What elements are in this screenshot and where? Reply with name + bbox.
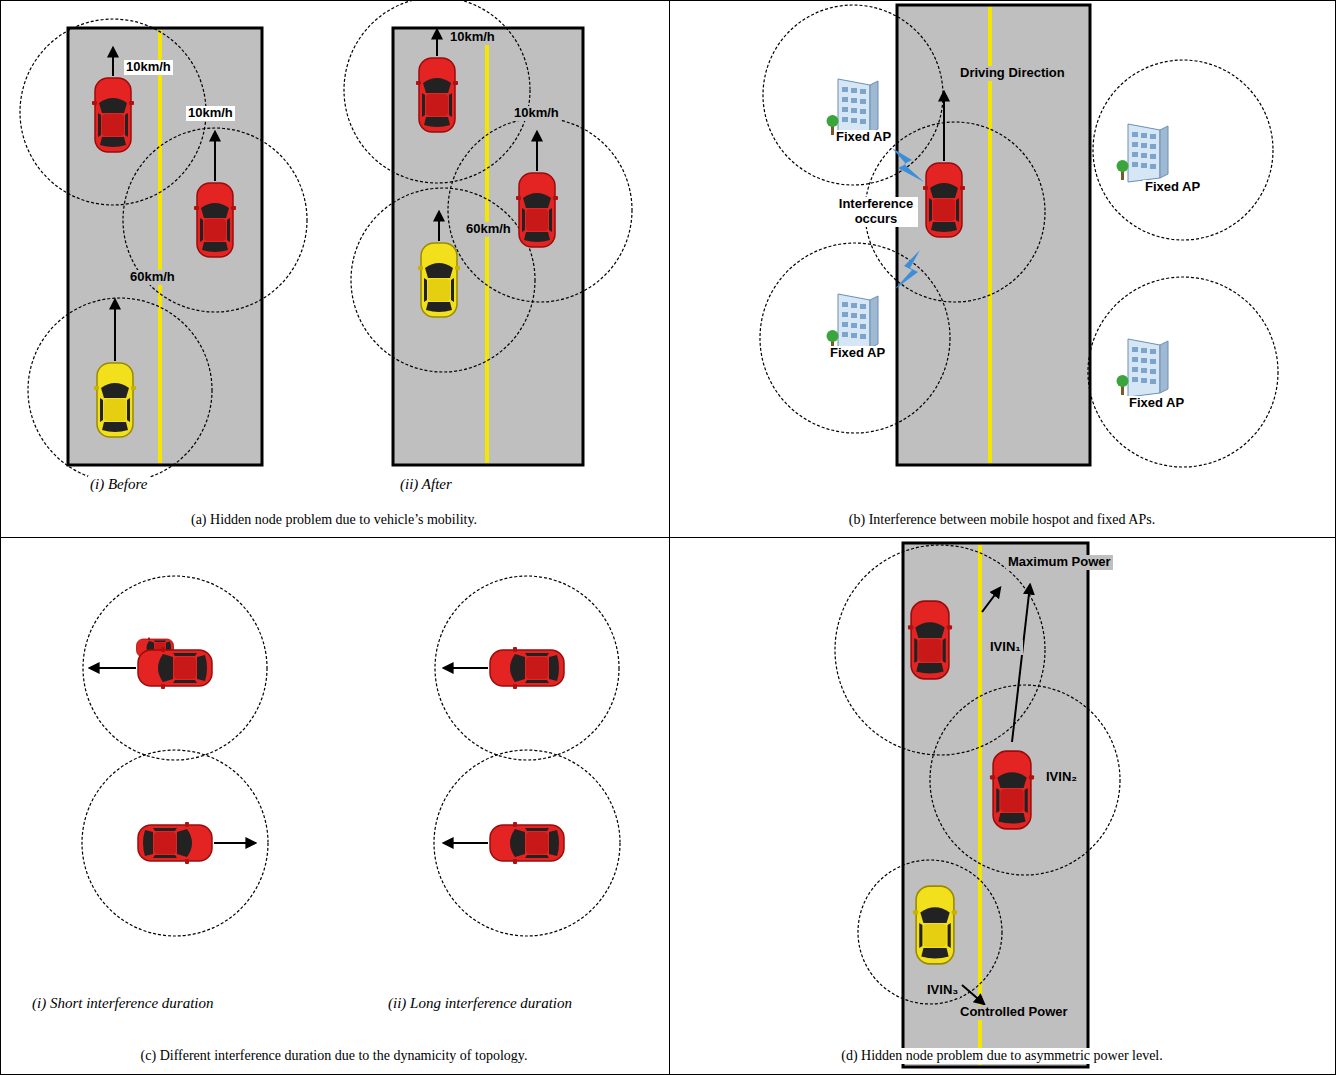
text-label: (ii) Long interference duration [386,995,574,1012]
text-label: (i) Before [88,476,149,493]
text-label: 10km/h [124,60,173,75]
text-label: Fixed AP [834,130,893,145]
text-label: (i) Short interference duration [30,995,216,1012]
text-label: Driving Direction [958,66,1067,81]
text-label: Fixed AP [828,346,887,361]
text-label: 10km/h [448,30,497,45]
panel-caption: (a) Hidden node problem due to vehicle’s… [189,512,479,528]
text-label: 60km/h [464,222,513,237]
text-label: 10km/h [186,106,235,121]
text-label: Maximum Power [1006,555,1113,570]
text-label: IVIN₁ [988,640,1023,655]
panel-caption: (d) Hidden node problem due to asymmetri… [839,1048,1165,1064]
text-label: 10km/h [512,106,561,121]
text-label: Controlled Power [958,1005,1070,1020]
text-label: (ii) After [398,476,454,493]
text-label: Fixed AP [1143,180,1202,195]
text-label: IVIN₃ [925,983,960,998]
panel-caption: (b) Interference between mobile hospot a… [847,512,1157,528]
text-label: Interference occurs [834,197,918,227]
text-label: 60km/h [128,270,177,285]
text-label: IVIN₂ [1044,770,1079,785]
panel-caption: (c) Different interference duration due … [139,1048,530,1064]
text-label: Fixed AP [1127,396,1186,411]
